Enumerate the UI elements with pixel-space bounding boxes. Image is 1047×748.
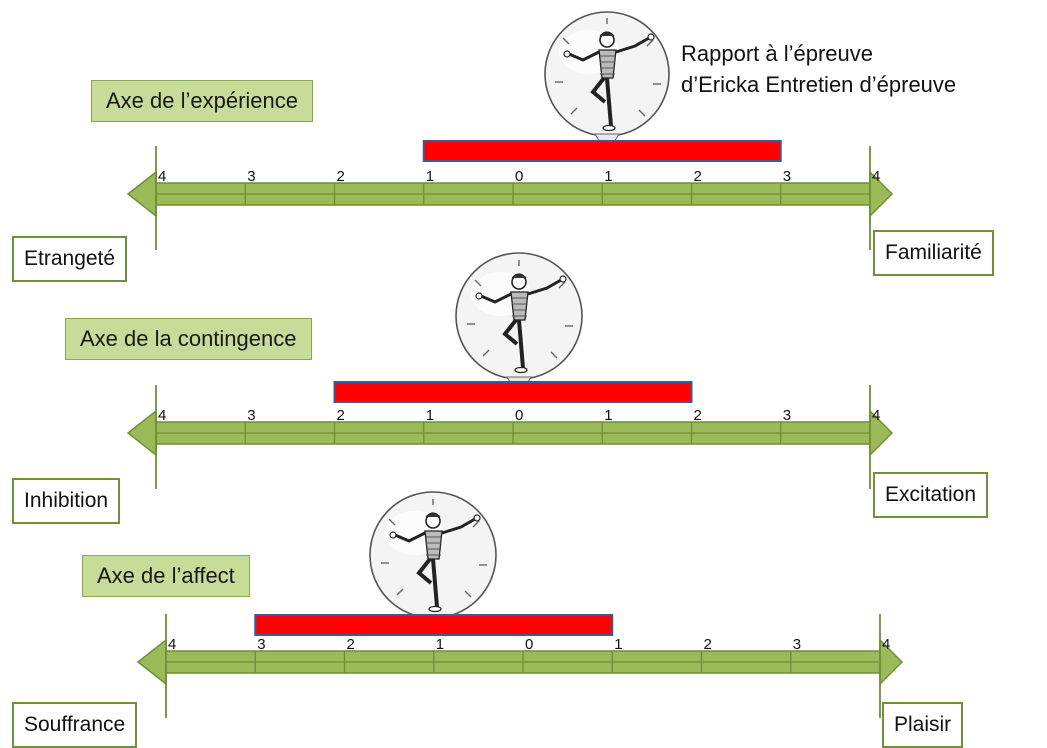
tick-label: 4 [168,636,176,653]
pole-left-experience: Etrangeté [12,236,128,282]
tick-label: 0 [515,407,523,424]
figure-hair [599,31,615,37]
tick-label: 2 [694,168,702,185]
motion-dash [638,109,646,117]
figure-hair [425,512,441,518]
tick-label: 4 [872,407,880,424]
figure-right-arm [527,278,562,296]
motion-dash [388,518,396,526]
figure-left-arm [480,292,512,304]
motion-dash [396,588,404,596]
tick-label: 4 [882,636,890,653]
tick-label: 1 [436,636,444,653]
figure-in-bubble-icon [544,11,670,145]
tick-label: 2 [347,636,355,653]
tick-label: 1 [604,168,612,185]
tick-label: 1 [426,407,434,424]
range-bar [333,381,693,403]
figure-torso [424,530,443,560]
pole-right-affect: Plaisir [882,702,964,748]
scale-contingence: 4 3 2 1 0 1 2 3 4 [126,252,894,489]
tick-label: 2 [704,636,712,653]
figure-right-arm [441,517,476,535]
figure-left-hand [563,50,571,58]
tick-label: 3 [783,168,791,185]
figure-left-arm [394,531,426,543]
figure-foot [602,124,616,132]
figure-left-hand [475,292,483,300]
scale-experience: 4 3 2 1 0 1 2 3 4 [126,11,894,250]
figure-left-arm [568,50,600,62]
figure-torso [510,291,529,321]
motion-dash [472,520,480,528]
tick-label: 3 [247,168,255,185]
motion-dash [464,590,472,598]
axis-title-affect: Axe de l’affect [82,555,250,597]
figure-in-bubble-icon [455,252,583,388]
tick-label: 2 [694,407,702,424]
figure-in-bubble-icon [369,491,497,627]
figure-left-hand [389,531,397,539]
caption-line-1: Rapport à l’épreuve [681,41,874,66]
tick-label: 1 [426,168,434,185]
motion-dash [482,349,490,357]
figure-hair [511,273,527,279]
pole-right-experience: Familiarité [873,230,994,276]
figure-raised-leg [416,557,433,585]
figure-right-hand [647,33,655,41]
tick-label: 0 [515,168,523,185]
tick-label: 1 [614,636,622,653]
motion-dash [562,37,570,45]
axis-title-contingence: Axe de la contingence [65,318,312,360]
tick-label: 1 [604,407,612,424]
caption: Rapport à l’épreuve d’Ericka Entretien d… [681,38,956,100]
figure-raised-leg [502,318,519,346]
pole-right-contingence: Excitation [873,472,989,518]
figure-foot [428,605,442,613]
figure-right-hand [473,514,481,522]
figure-standing-leg [605,77,613,127]
range-bar [254,614,614,636]
tick-label: 3 [783,407,791,424]
tick-label: 4 [158,407,166,424]
tick-label: 3 [257,636,265,653]
tick-label: 4 [872,168,880,185]
scale-affect: 4 3 2 1 0 1 2 3 4 [136,491,904,718]
tick-label: 2 [337,407,345,424]
motion-dash [646,39,654,47]
figure-right-hand [559,275,567,283]
tick-label: 4 [158,168,166,185]
tick-label: 3 [247,407,255,424]
figure-right-arm [615,36,650,54]
pole-left-affect: Souffrance [12,702,138,748]
motion-dash [558,281,566,289]
axis-title-experience: Axe de l’expérience [91,80,314,122]
caption-line-2: d’Ericka Entretien d’épreuve [681,72,957,97]
figure-standing-leg [431,558,439,608]
tick-label: 0 [525,636,533,653]
motion-dash [570,107,578,115]
figure-standing-leg [517,319,525,369]
range-bar [422,140,782,162]
motion-dash [474,279,482,287]
tick-label: 2 [337,168,345,185]
figure-foot [514,366,528,374]
figure-raised-leg [590,76,607,104]
figure-torso [598,49,617,79]
pole-left-contingence: Inhibition [12,478,121,524]
motion-dash [550,351,558,359]
tick-label: 3 [793,636,801,653]
